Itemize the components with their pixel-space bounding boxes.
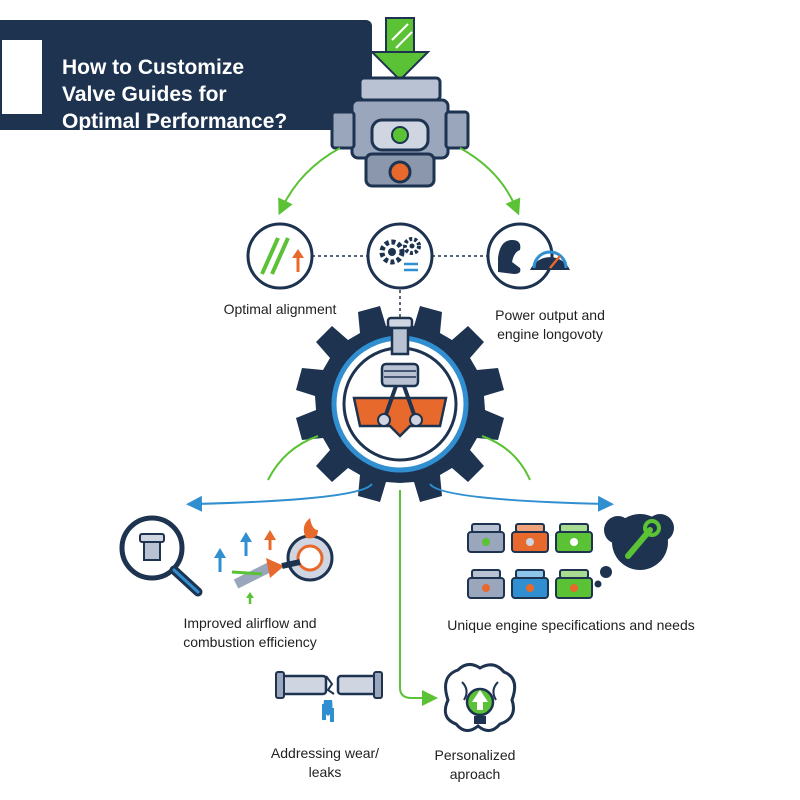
broken-pipe-leak-icon — [275, 671, 383, 722]
banner-accent — [0, 38, 44, 116]
label-airflow: Improved alirflow and combustion efficie… — [183, 615, 317, 650]
label-wear: Addressing wear/ leaks — [270, 745, 380, 780]
magnifier-valve-guide-icon — [119, 515, 334, 604]
label-optimal-alignment: Optimal alignment — [223, 301, 337, 317]
page-title: How to Customize Valve Guides for Optima… — [62, 56, 288, 133]
gear-piston-icon — [296, 306, 504, 502]
label-specs: Unique engine specifications and needs — [447, 617, 695, 633]
title-banner: How to Customize Valve Guides for Optima… — [0, 20, 372, 133]
label-power-output: Power output and engine longovoty — [495, 307, 605, 342]
gears-icon — [366, 222, 434, 290]
flexed-arm-gauge-icon — [486, 222, 570, 290]
brain-bulb-icon — [443, 663, 517, 732]
alignment-arrows-icon — [246, 222, 314, 290]
engine-block-icon — [330, 17, 470, 188]
label-personalized: Personalized aproach — [434, 747, 516, 782]
engine-grid-icon — [467, 514, 674, 599]
